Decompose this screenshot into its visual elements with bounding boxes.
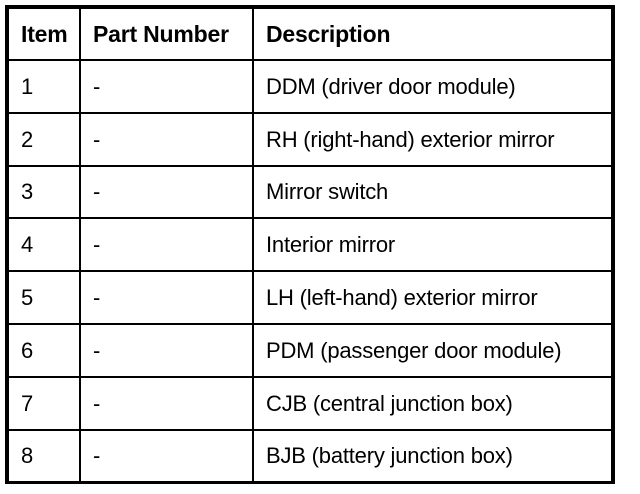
cell-part-number: - bbox=[80, 323, 254, 378]
cell-item: 2 bbox=[9, 112, 81, 167]
table-row: 1 - DDM (driver door module) bbox=[9, 60, 611, 114]
cell-description: RH (right-hand) exterior mirror bbox=[253, 112, 611, 167]
parts-table-container: Item Part Number Description 1 - DDM (dr… bbox=[5, 5, 615, 484]
cell-part-number-text: - bbox=[93, 73, 101, 99]
table-row: 3 - Mirror switch bbox=[9, 165, 611, 220]
table-row: 4 - Interior mirror bbox=[9, 218, 611, 273]
column-header-part-number: Part Number bbox=[80, 9, 254, 61]
cell-item-text: 1 bbox=[21, 73, 34, 99]
cell-description-text: DDM (driver door module) bbox=[266, 73, 516, 99]
parts-table: Item Part Number Description 1 - DDM (dr… bbox=[9, 9, 611, 482]
cell-description-text: RH (right-hand) exterior mirror bbox=[266, 126, 555, 152]
column-header-item: Item bbox=[9, 9, 81, 61]
cell-part-number: - bbox=[80, 218, 254, 273]
cell-item-text: 8 bbox=[21, 443, 34, 469]
table-row: 2 - RH (right-hand) exterior mirror bbox=[9, 112, 611, 167]
cell-item-text: 2 bbox=[21, 126, 34, 152]
table-row: 7 - CJB (central junction box) bbox=[9, 376, 611, 431]
cell-description: CJB (central junction box) bbox=[253, 376, 611, 431]
cell-description-text: Interior mirror bbox=[266, 232, 396, 258]
cell-description-text: CJB (central junction box) bbox=[266, 390, 513, 416]
cell-part-number-text: - bbox=[93, 443, 101, 469]
cell-part-number-text: - bbox=[93, 126, 101, 152]
cell-description: Mirror switch bbox=[253, 165, 611, 220]
cell-item: 7 bbox=[9, 376, 81, 431]
cell-item: 4 bbox=[9, 218, 81, 273]
table-row: 8 - BJB (battery junction box) bbox=[9, 429, 611, 482]
cell-item-text: 6 bbox=[21, 337, 34, 363]
cell-description-text: BJB (battery junction box) bbox=[266, 443, 513, 469]
cell-part-number: - bbox=[80, 60, 254, 114]
cell-item-text: 7 bbox=[21, 390, 34, 416]
cell-item: 6 bbox=[9, 323, 81, 378]
cell-part-number-text: - bbox=[93, 337, 101, 363]
cell-part-number: - bbox=[80, 165, 254, 220]
cell-description: PDM (passenger door module) bbox=[253, 323, 611, 378]
column-header-description: Description bbox=[253, 9, 611, 61]
column-header-description-label: Description bbox=[266, 20, 391, 47]
table-row: 5 - LH (left-hand) exterior mirror bbox=[9, 271, 611, 325]
cell-part-number: - bbox=[80, 271, 254, 325]
cell-part-number-text: - bbox=[93, 390, 101, 416]
table-body: 1 - DDM (driver door module) 2 - RH (rig… bbox=[9, 60, 611, 482]
cell-item-text: 5 bbox=[21, 285, 34, 311]
cell-description: LH (left-hand) exterior mirror bbox=[253, 271, 611, 325]
cell-description-text: LH (left-hand) exterior mirror bbox=[266, 285, 538, 311]
cell-item: 8 bbox=[9, 429, 81, 482]
cell-part-number: - bbox=[80, 376, 254, 431]
column-header-item-label: Item bbox=[21, 20, 68, 47]
cell-description: BJB (battery junction box) bbox=[253, 429, 611, 482]
table-row: 6 - PDM (passenger door module) bbox=[9, 323, 611, 378]
cell-part-number: - bbox=[80, 429, 254, 482]
cell-description: Interior mirror bbox=[253, 218, 611, 273]
cell-part-number-text: - bbox=[93, 179, 101, 205]
cell-part-number-text: - bbox=[93, 285, 101, 311]
table-header: Item Part Number Description bbox=[9, 9, 611, 61]
cell-item: 5 bbox=[9, 271, 81, 325]
cell-description-text: Mirror switch bbox=[266, 179, 389, 205]
cell-item: 1 bbox=[9, 60, 81, 114]
cell-item-text: 3 bbox=[21, 179, 34, 205]
cell-item-text: 4 bbox=[21, 232, 34, 258]
column-header-part-number-label: Part Number bbox=[93, 20, 229, 47]
cell-part-number-text: - bbox=[93, 232, 101, 258]
cell-description-text: PDM (passenger door module) bbox=[266, 337, 562, 363]
cell-description: DDM (driver door module) bbox=[253, 60, 611, 114]
table-header-row: Item Part Number Description bbox=[9, 9, 611, 61]
cell-part-number: - bbox=[80, 112, 254, 167]
cell-item: 3 bbox=[9, 165, 81, 220]
